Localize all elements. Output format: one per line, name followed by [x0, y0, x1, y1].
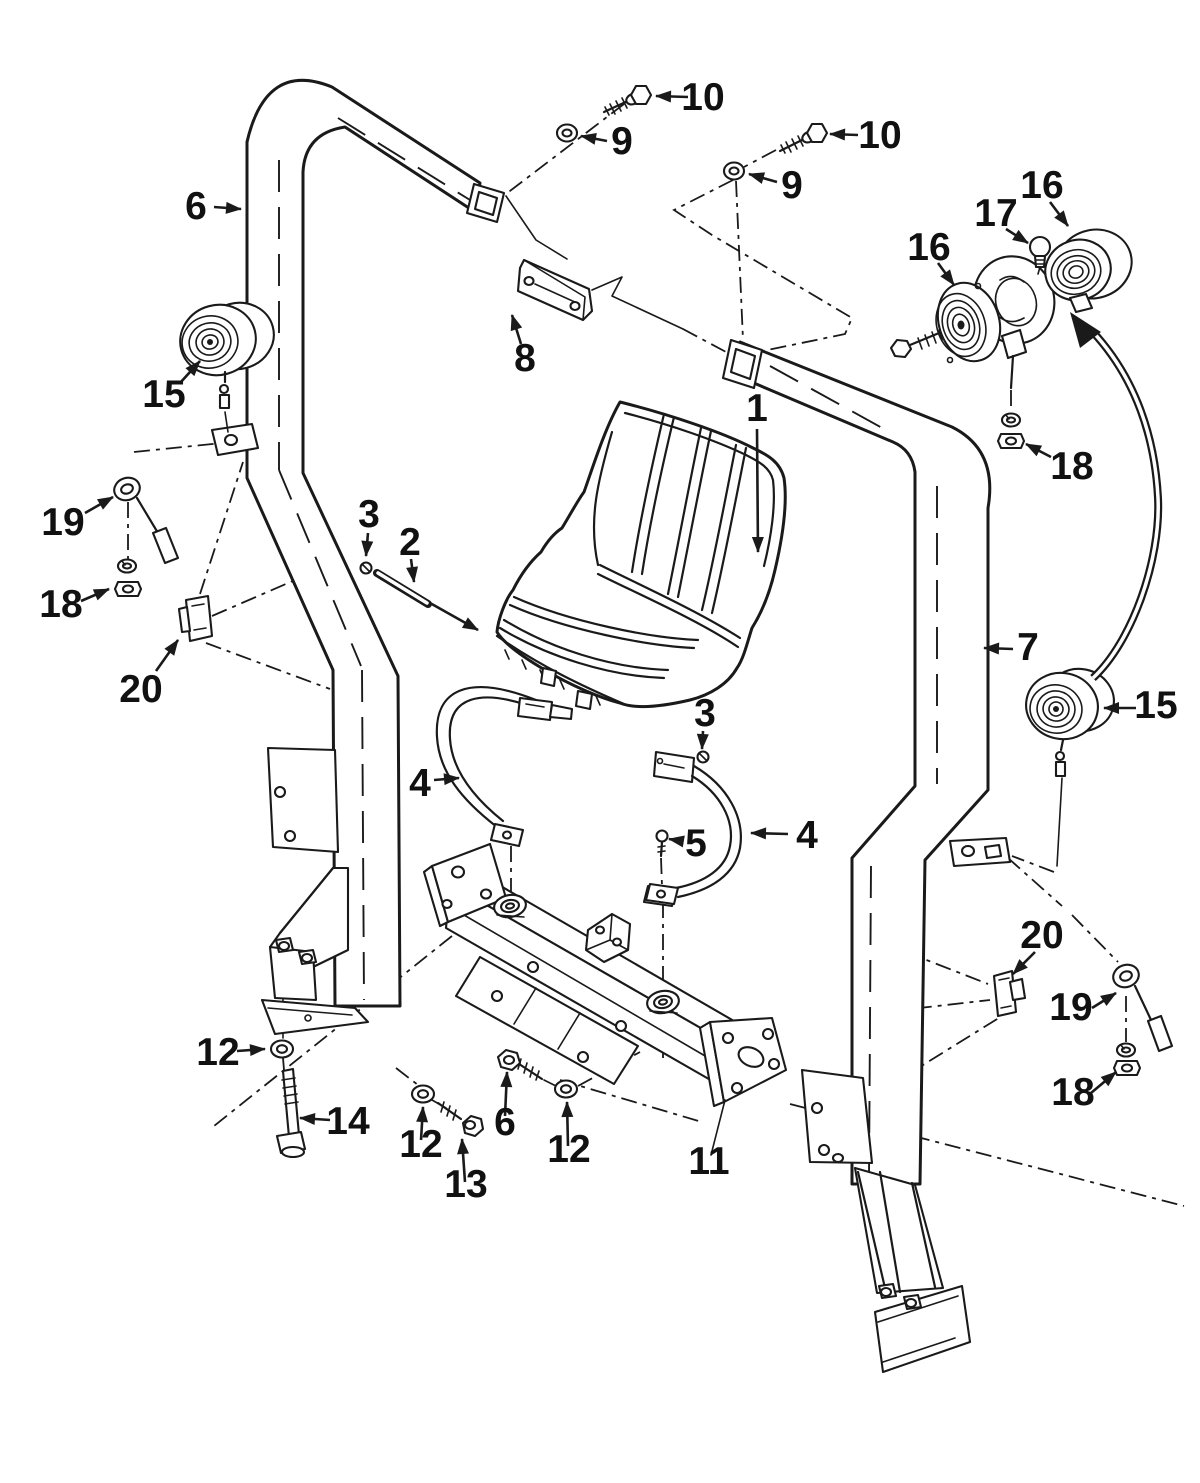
callout-1: 1: [746, 387, 768, 430]
lamp-stud: [1009, 354, 1015, 390]
screw-3-lower: [696, 750, 710, 764]
callout-3-upper: 3: [358, 493, 380, 536]
callout-labels: 10 9 10 9 6 16 17 16 8 15 1 18 19 3 2 18…: [39, 76, 1177, 1206]
hex-bolt-10-a: [602, 84, 653, 116]
callout-10-b: 10: [858, 114, 901, 157]
mounting-plate-left: [266, 746, 340, 854]
callout-6-post: 6: [185, 185, 207, 228]
flange-washer-12-left: [269, 1039, 295, 1059]
belt-hook: [574, 689, 594, 711]
lock-washer-18-right: [1115, 1042, 1137, 1058]
callout-13: 13: [444, 1163, 487, 1206]
foot-plate-left: [260, 998, 370, 1036]
clip-20-right: [992, 969, 1027, 1018]
rod-2: [373, 569, 479, 632]
callout-20-right: 20: [1020, 914, 1063, 957]
flasher-lamp-right: [1011, 667, 1115, 873]
foot-bracket-right: [853, 1166, 972, 1374]
mounting-plate-right: [800, 1068, 874, 1165]
callout-12-mid: 12: [399, 1123, 442, 1166]
callout-12-left: 12: [196, 1031, 239, 1074]
callout-3-lower: 3: [694, 692, 716, 735]
hex-bolt-10-b: [778, 122, 829, 154]
flange-washer-12-mid: [410, 1084, 436, 1104]
washer-boss: [493, 893, 527, 919]
callout-18-left: 18: [39, 583, 82, 626]
rollbar-post-right: [721, 338, 1012, 1186]
callout-17: 17: [974, 192, 1017, 235]
callout-19-left: 19: [41, 501, 84, 544]
callout-2: 2: [399, 521, 421, 564]
screw-5: [655, 829, 669, 858]
key-right-19: [1112, 963, 1174, 1053]
callout-18-top: 18: [1050, 445, 1093, 488]
callout-4-left: 4: [409, 762, 431, 805]
callout-7: 7: [1017, 626, 1039, 669]
center-bracket: [584, 912, 632, 964]
bolt-14: [275, 1067, 307, 1159]
crossmember: [422, 842, 788, 1108]
key-left-19: [113, 476, 180, 565]
callout-12-right: 12: [547, 1128, 590, 1171]
hex-bolt-13: [431, 1099, 485, 1138]
buckle-tongue: [516, 696, 554, 722]
lamp-lens-16: [1044, 228, 1133, 314]
callout-16-lens: 16: [1020, 164, 1063, 207]
callout-leaders: [80, 90, 1136, 1183]
flange-nut-9-b: [722, 161, 746, 181]
lamp-assembly-16: [889, 228, 1133, 450]
callout-5: 5: [685, 822, 707, 865]
washer-boss: [646, 989, 680, 1015]
lamp-mount-bolt: [889, 329, 946, 359]
clip-20-left: [177, 594, 214, 643]
support-plate: [454, 955, 640, 1086]
callout-4-right: 4: [796, 814, 818, 857]
callout-9-b: 9: [781, 164, 803, 207]
callout-15-right: 15: [1134, 684, 1177, 727]
callout-6-bolt: 6: [494, 1101, 516, 1144]
hex-bolt-6: [496, 1048, 557, 1087]
bracket-8: [516, 258, 594, 322]
callout-11: 11: [688, 1140, 729, 1183]
nut-18-left: [113, 580, 143, 598]
foot-plate-right: [873, 1284, 972, 1374]
callout-10-a: 10: [681, 76, 724, 119]
callout-19-right: 19: [1049, 986, 1092, 1029]
lock-washer-18-top: [1000, 412, 1022, 428]
screw-3-upper: [359, 561, 373, 575]
callout-8: 8: [514, 337, 536, 380]
nut-18-top: [996, 432, 1026, 450]
callout-20-left: 20: [119, 668, 162, 711]
callout-14: 14: [326, 1100, 370, 1143]
bulb-17: [1028, 235, 1052, 275]
nut-18-right: [1112, 1059, 1142, 1077]
callout-18-bottom: 18: [1051, 1071, 1094, 1114]
seat-belt-left: [435, 686, 574, 848]
callout-15-left: 15: [142, 373, 185, 416]
flange-washer-12-right: [553, 1079, 579, 1099]
flange-nut-9-a: [555, 123, 579, 143]
rollbar-post-left: [210, 78, 506, 1008]
buckle-receptacle: [652, 750, 696, 784]
rotate-arrow: [1070, 312, 1163, 681]
seat: [495, 400, 787, 711]
callout-9-a: 9: [611, 120, 633, 163]
foot-bracket-left: [260, 866, 370, 1036]
belt-hook: [539, 666, 558, 688]
flasher-lamp-left: [179, 301, 275, 433]
callout-16-lamp: 16: [907, 226, 950, 269]
lock-washer-18-left: [116, 558, 138, 574]
